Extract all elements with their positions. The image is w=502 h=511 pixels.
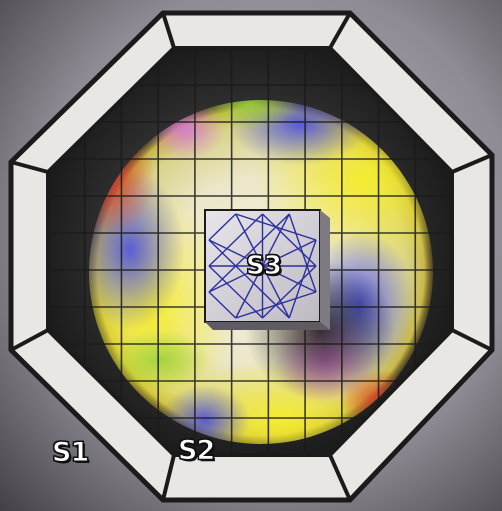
center-block-label: S3 (246, 251, 281, 281)
sphere-label: S2 (178, 435, 214, 466)
outer-ring-label: S1 (52, 437, 88, 468)
